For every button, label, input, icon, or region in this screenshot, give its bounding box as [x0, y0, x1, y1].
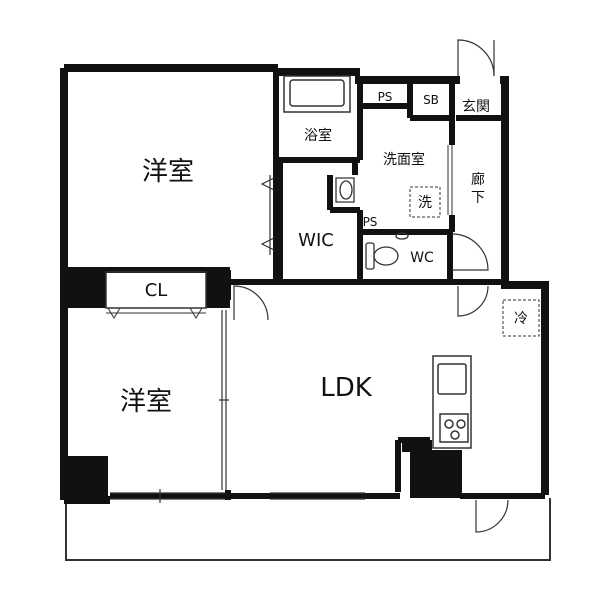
pipe-space-1-label: PS	[378, 90, 393, 104]
kitchen-counter	[432, 355, 472, 449]
refrigerator-icon	[502, 299, 540, 337]
wic-label: WIC	[298, 230, 334, 251]
entrance-label: 玄関	[462, 98, 490, 115]
sliding-door-room2	[219, 310, 229, 490]
wash-basin-icon	[335, 177, 355, 203]
ldk-label: LDK	[320, 373, 373, 403]
hallway-label-2: 下	[471, 190, 485, 206]
washing-machine-label: 洗	[418, 195, 432, 211]
refrigerator-label: 冷	[514, 311, 528, 327]
bathroom-label: 浴室	[304, 127, 332, 144]
pipe-space-2-label: PS	[363, 215, 378, 229]
western-room-1-label: 洋室	[142, 157, 194, 187]
wic-door-marks	[260, 175, 275, 255]
room-labels: 洋室 洋室 CL WIC 浴室 洗面室 PS PS SB 玄関 廊 下 WC L…	[120, 90, 528, 417]
swing-doors	[233, 39, 509, 533]
closet-label: CL	[145, 280, 168, 301]
shoe-box-label: SB	[423, 93, 439, 107]
hallway-label-1: 廊	[471, 171, 485, 188]
interior-walls	[64, 68, 545, 500]
columns	[64, 268, 462, 502]
toilet-icon	[365, 232, 409, 270]
closet	[105, 271, 207, 319]
balcony	[65, 498, 551, 561]
washroom-label: 洗面室	[383, 151, 425, 168]
western-room-2-label: 洋室	[120, 387, 172, 417]
bathtub	[283, 75, 351, 113]
washing-machine-icon	[409, 186, 441, 218]
toilet-label: WC	[410, 250, 434, 266]
bottom-windows	[110, 489, 365, 503]
